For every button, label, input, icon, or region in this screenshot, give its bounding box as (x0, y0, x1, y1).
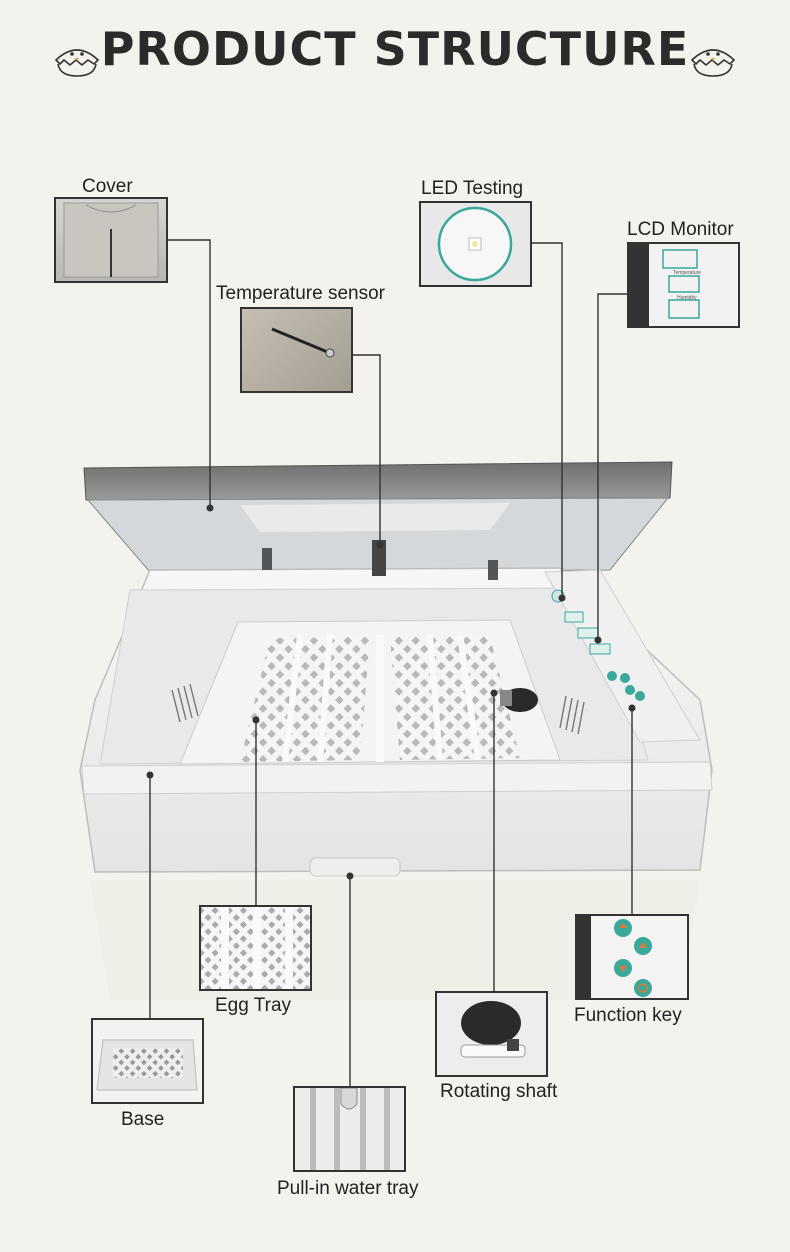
egg-tray-lattice-image (201, 907, 310, 989)
cover-label: Cover (82, 176, 133, 197)
rotating-shaft-label: Rotating shaft (440, 1081, 558, 1102)
led-testing-thumbnail (419, 201, 532, 287)
lcd-panel-image: Temperature Humidity (629, 244, 701, 326)
lcd-humidity-text: Humidity (677, 295, 697, 301)
cover-lid (83, 461, 673, 573)
egg-tray-label: Egg Tray (215, 995, 292, 1016)
page-title: PRODUCT STRUCTURE (100, 22, 690, 76)
base-image (96, 1039, 198, 1091)
chick-egg-icon-right (690, 49, 736, 77)
water-tray-image (310, 1088, 390, 1170)
control-panel (544, 569, 701, 743)
temperature-sensor-thumbnail (240, 307, 353, 393)
base-label: Base (121, 1109, 165, 1130)
rotating-shaft-image (460, 1001, 526, 1058)
lcd-monitor-label: LCD Monitor (627, 219, 734, 240)
lcd-temp-text: Temperature (673, 270, 701, 276)
temperature-sensor-label: Temperature sensor (216, 283, 385, 304)
led-testing-label: LED Testing (421, 178, 524, 199)
function-keys-image (577, 916, 652, 998)
cover-detail-image (63, 202, 159, 278)
egg-tray-thumbnail (199, 905, 312, 991)
cover-thumbnail (54, 197, 168, 283)
led-ring-image (437, 206, 513, 282)
sensor-probe-image (271, 327, 335, 358)
chick-egg-icon-left (54, 49, 100, 77)
water-tray-label: Pull-in water tray (277, 1178, 419, 1199)
base-thumbnail (91, 1018, 204, 1104)
function-key-thumbnail (575, 914, 689, 1000)
function-key-label: Function key (574, 1005, 682, 1026)
water-tray-thumbnail (293, 1086, 406, 1172)
rotating-shaft-thumbnail (435, 991, 548, 1077)
egg-tray (179, 619, 561, 765)
leader-lines (149, 239, 633, 1088)
lcd-monitor-thumbnail: Temperature Humidity (627, 242, 740, 328)
